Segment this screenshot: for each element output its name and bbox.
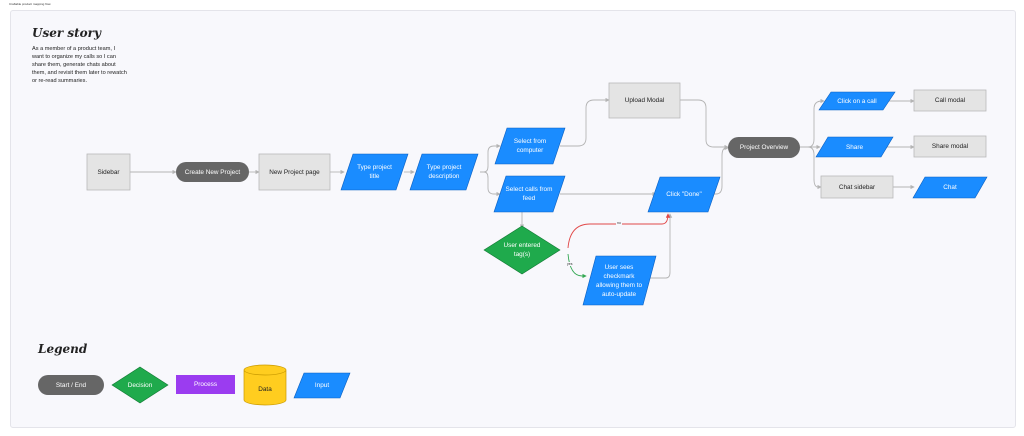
edge-overview-chatsidebar <box>800 146 822 190</box>
type-title-node[interactable] <box>340 153 409 191</box>
checkmark-node[interactable] <box>582 255 657 306</box>
edge-computer-upload <box>560 97 610 147</box>
share-modal-node[interactable] <box>913 135 987 158</box>
edge-done-overview <box>712 145 729 195</box>
upload-modal-node[interactable] <box>608 82 681 119</box>
user-story-text: As a member of a product team, I want to… <box>32 46 127 84</box>
user-entered-tags-node[interactable] <box>483 225 561 275</box>
edge-label-yes: yes <box>566 262 574 266</box>
legend-process-shape <box>176 375 235 394</box>
page-label: Craftable product mapping flow <box>9 2 51 6</box>
call-modal-node[interactable] <box>913 89 987 112</box>
click-done-node[interactable] <box>647 176 721 213</box>
edge-description-computer <box>480 143 501 173</box>
edge-decision-no <box>567 213 671 249</box>
legend-title: Legend <box>38 342 88 356</box>
chat-node[interactable] <box>912 176 988 199</box>
edge-checkmark-done <box>650 213 673 279</box>
select-calls-node[interactable] <box>493 175 566 213</box>
click-call-node[interactable] <box>818 91 896 111</box>
project-overview-node[interactable] <box>728 137 800 158</box>
legend-data-shape <box>243 364 287 406</box>
chat-sidebar-node[interactable] <box>820 175 894 199</box>
share-node[interactable] <box>815 136 894 158</box>
new-project-page-node[interactable] <box>258 153 331 191</box>
whiteboard-canvas[interactable] <box>10 10 1016 428</box>
type-description-node[interactable] <box>409 153 479 191</box>
legend-start-end-shape <box>38 375 104 395</box>
select-computer-node[interactable] <box>494 127 566 165</box>
edge-upload-overview <box>680 99 729 150</box>
create-project-node[interactable] <box>176 162 249 182</box>
legend-decision-shape <box>111 366 169 404</box>
user-story-title: User story <box>32 26 101 40</box>
sidebar-node[interactable] <box>86 153 131 191</box>
edge-label-no: no <box>616 221 622 225</box>
edge-decision-yes <box>567 253 587 279</box>
edge-description-calls <box>480 171 501 197</box>
legend-input-shape <box>293 372 351 399</box>
